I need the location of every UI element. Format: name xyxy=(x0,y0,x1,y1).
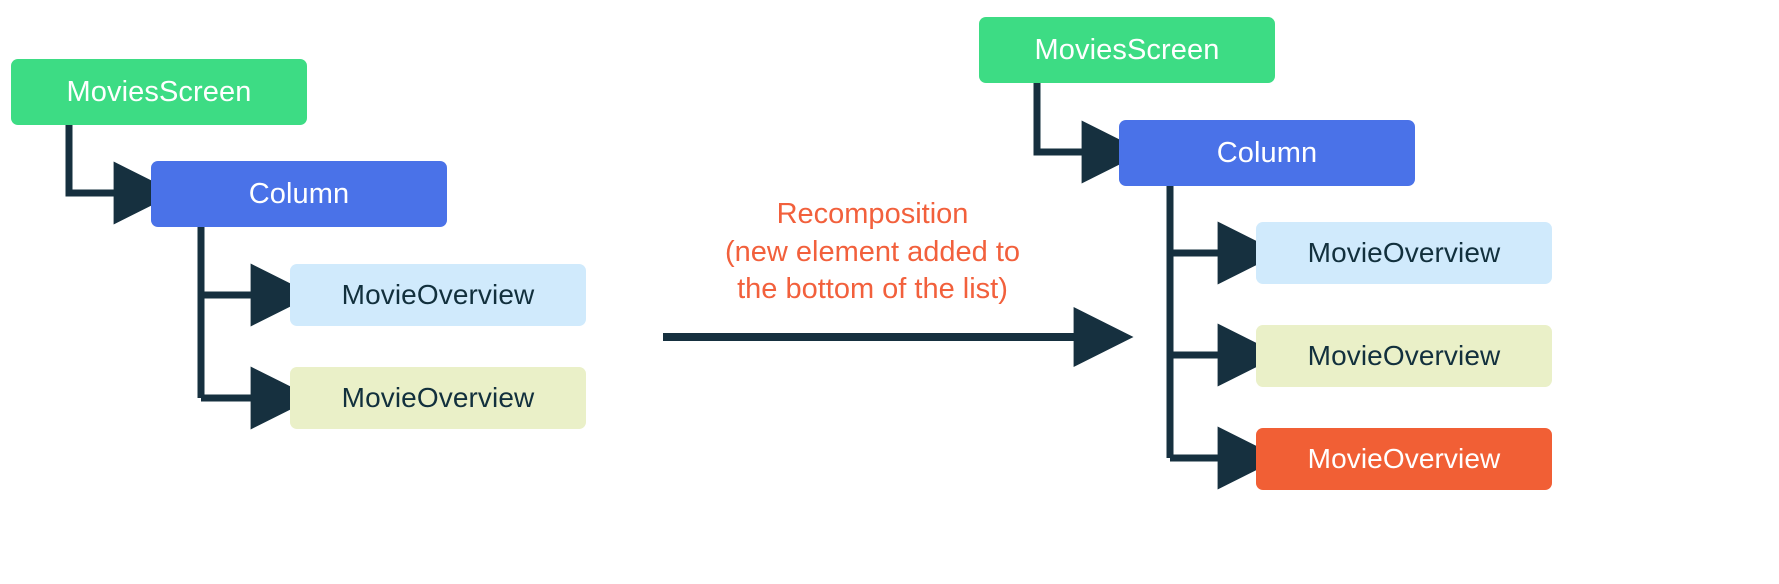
after-node-overview-3-label: MovieOverview xyxy=(1307,443,1501,474)
transition-annotation-line-2: (new element added to xyxy=(724,235,1021,268)
after-node-movies-screen[interactable]: MoviesScreen xyxy=(979,17,1275,83)
transition-annotation: Recomposition (new element added to the … xyxy=(600,196,1145,309)
after-node-movies-screen-label: MoviesScreen xyxy=(1034,33,1220,66)
edge-left-screen-to-column xyxy=(65,124,177,225)
after-node-column-label: Column xyxy=(1216,136,1318,169)
after-node-overview-2-label: MovieOverview xyxy=(1307,340,1501,371)
edge-left-column-to-overviews xyxy=(197,226,314,430)
before-node-overview-2[interactable]: MovieOverview xyxy=(290,367,586,429)
before-node-overview-1-label: MovieOverview xyxy=(341,279,535,310)
before-node-movies-screen-label: MoviesScreen xyxy=(66,75,252,108)
after-node-overview-2[interactable]: MovieOverview xyxy=(1256,325,1552,387)
before-node-column[interactable]: Column xyxy=(151,161,447,227)
after-node-column[interactable]: Column xyxy=(1119,120,1415,186)
after-node-overview-3[interactable]: MovieOverview xyxy=(1256,428,1552,490)
after-node-overview-1-label: MovieOverview xyxy=(1307,237,1501,268)
transition-annotation-line-3: the bottom of the list) xyxy=(737,273,1008,306)
before-node-overview-1[interactable]: MovieOverview xyxy=(290,264,586,326)
before-node-movies-screen[interactable]: MoviesScreen xyxy=(11,59,307,125)
before-node-column-label: Column xyxy=(248,177,350,210)
transition-annotation-line-1: Recomposition xyxy=(776,198,969,230)
edge-right-column-to-overviews xyxy=(1166,185,1281,490)
before-node-overview-2-label: MovieOverview xyxy=(341,382,535,413)
after-node-overview-1[interactable]: MovieOverview xyxy=(1256,222,1552,284)
edge-right-screen-to-column xyxy=(1033,82,1145,184)
